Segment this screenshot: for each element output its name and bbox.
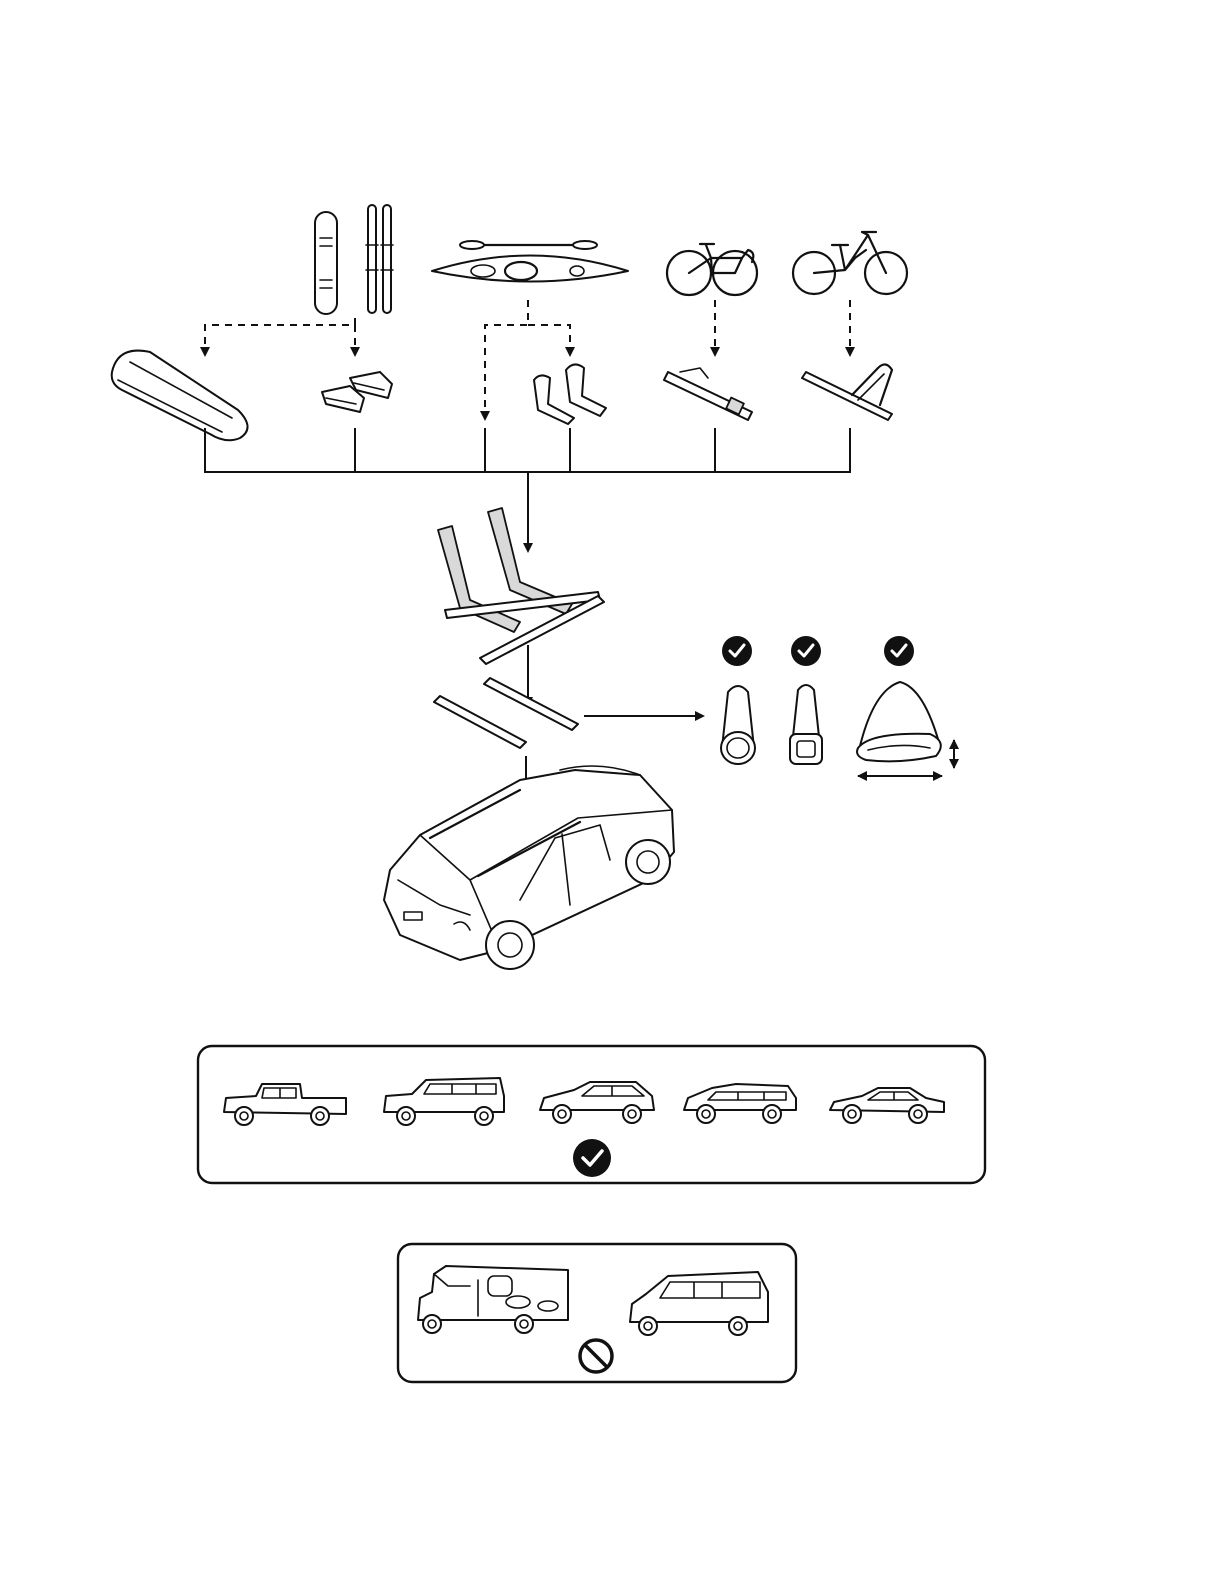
mounted-j-cradle-assembly-icon (438, 508, 604, 664)
kayak-with-paddle-icon (432, 241, 628, 282)
minivan-icon (684, 1084, 796, 1123)
cargo-box-icon (112, 351, 248, 441)
check-badge-aero (884, 636, 914, 666)
large-suv-icon (384, 1078, 504, 1125)
check-badge-square (791, 636, 821, 666)
incompatible-prohibited-icon (580, 1340, 612, 1372)
square-bar-profile-icon (790, 685, 822, 764)
fork-mount-bike-rack-icon (664, 368, 752, 420)
sedan-icon (830, 1088, 944, 1123)
upright-bike-rack-icon (802, 364, 892, 420)
suv-with-roof-rails-icon (384, 766, 674, 969)
ski-carrier-icon (322, 372, 392, 412)
rv-camper-icon (418, 1266, 568, 1333)
road-bike-icon (667, 244, 757, 295)
snowboard-and-skis-icon (315, 205, 393, 314)
crossover-suv-icon (540, 1082, 654, 1123)
accessory-to-mount-connectors (205, 300, 850, 416)
kayak-j-cradle-icon (534, 364, 606, 424)
check-badge-round (722, 636, 752, 666)
cargo-van-icon (630, 1272, 768, 1335)
compatible-check-icon (573, 1139, 611, 1177)
crossbars-icon (434, 678, 578, 748)
round-bar-profile-icon (721, 686, 755, 764)
mounts-to-crossbar-connector (205, 428, 850, 548)
mountain-bike-icon (793, 232, 907, 294)
aero-bar-profile-icon (857, 682, 954, 776)
pickup-truck-icon (224, 1084, 346, 1125)
